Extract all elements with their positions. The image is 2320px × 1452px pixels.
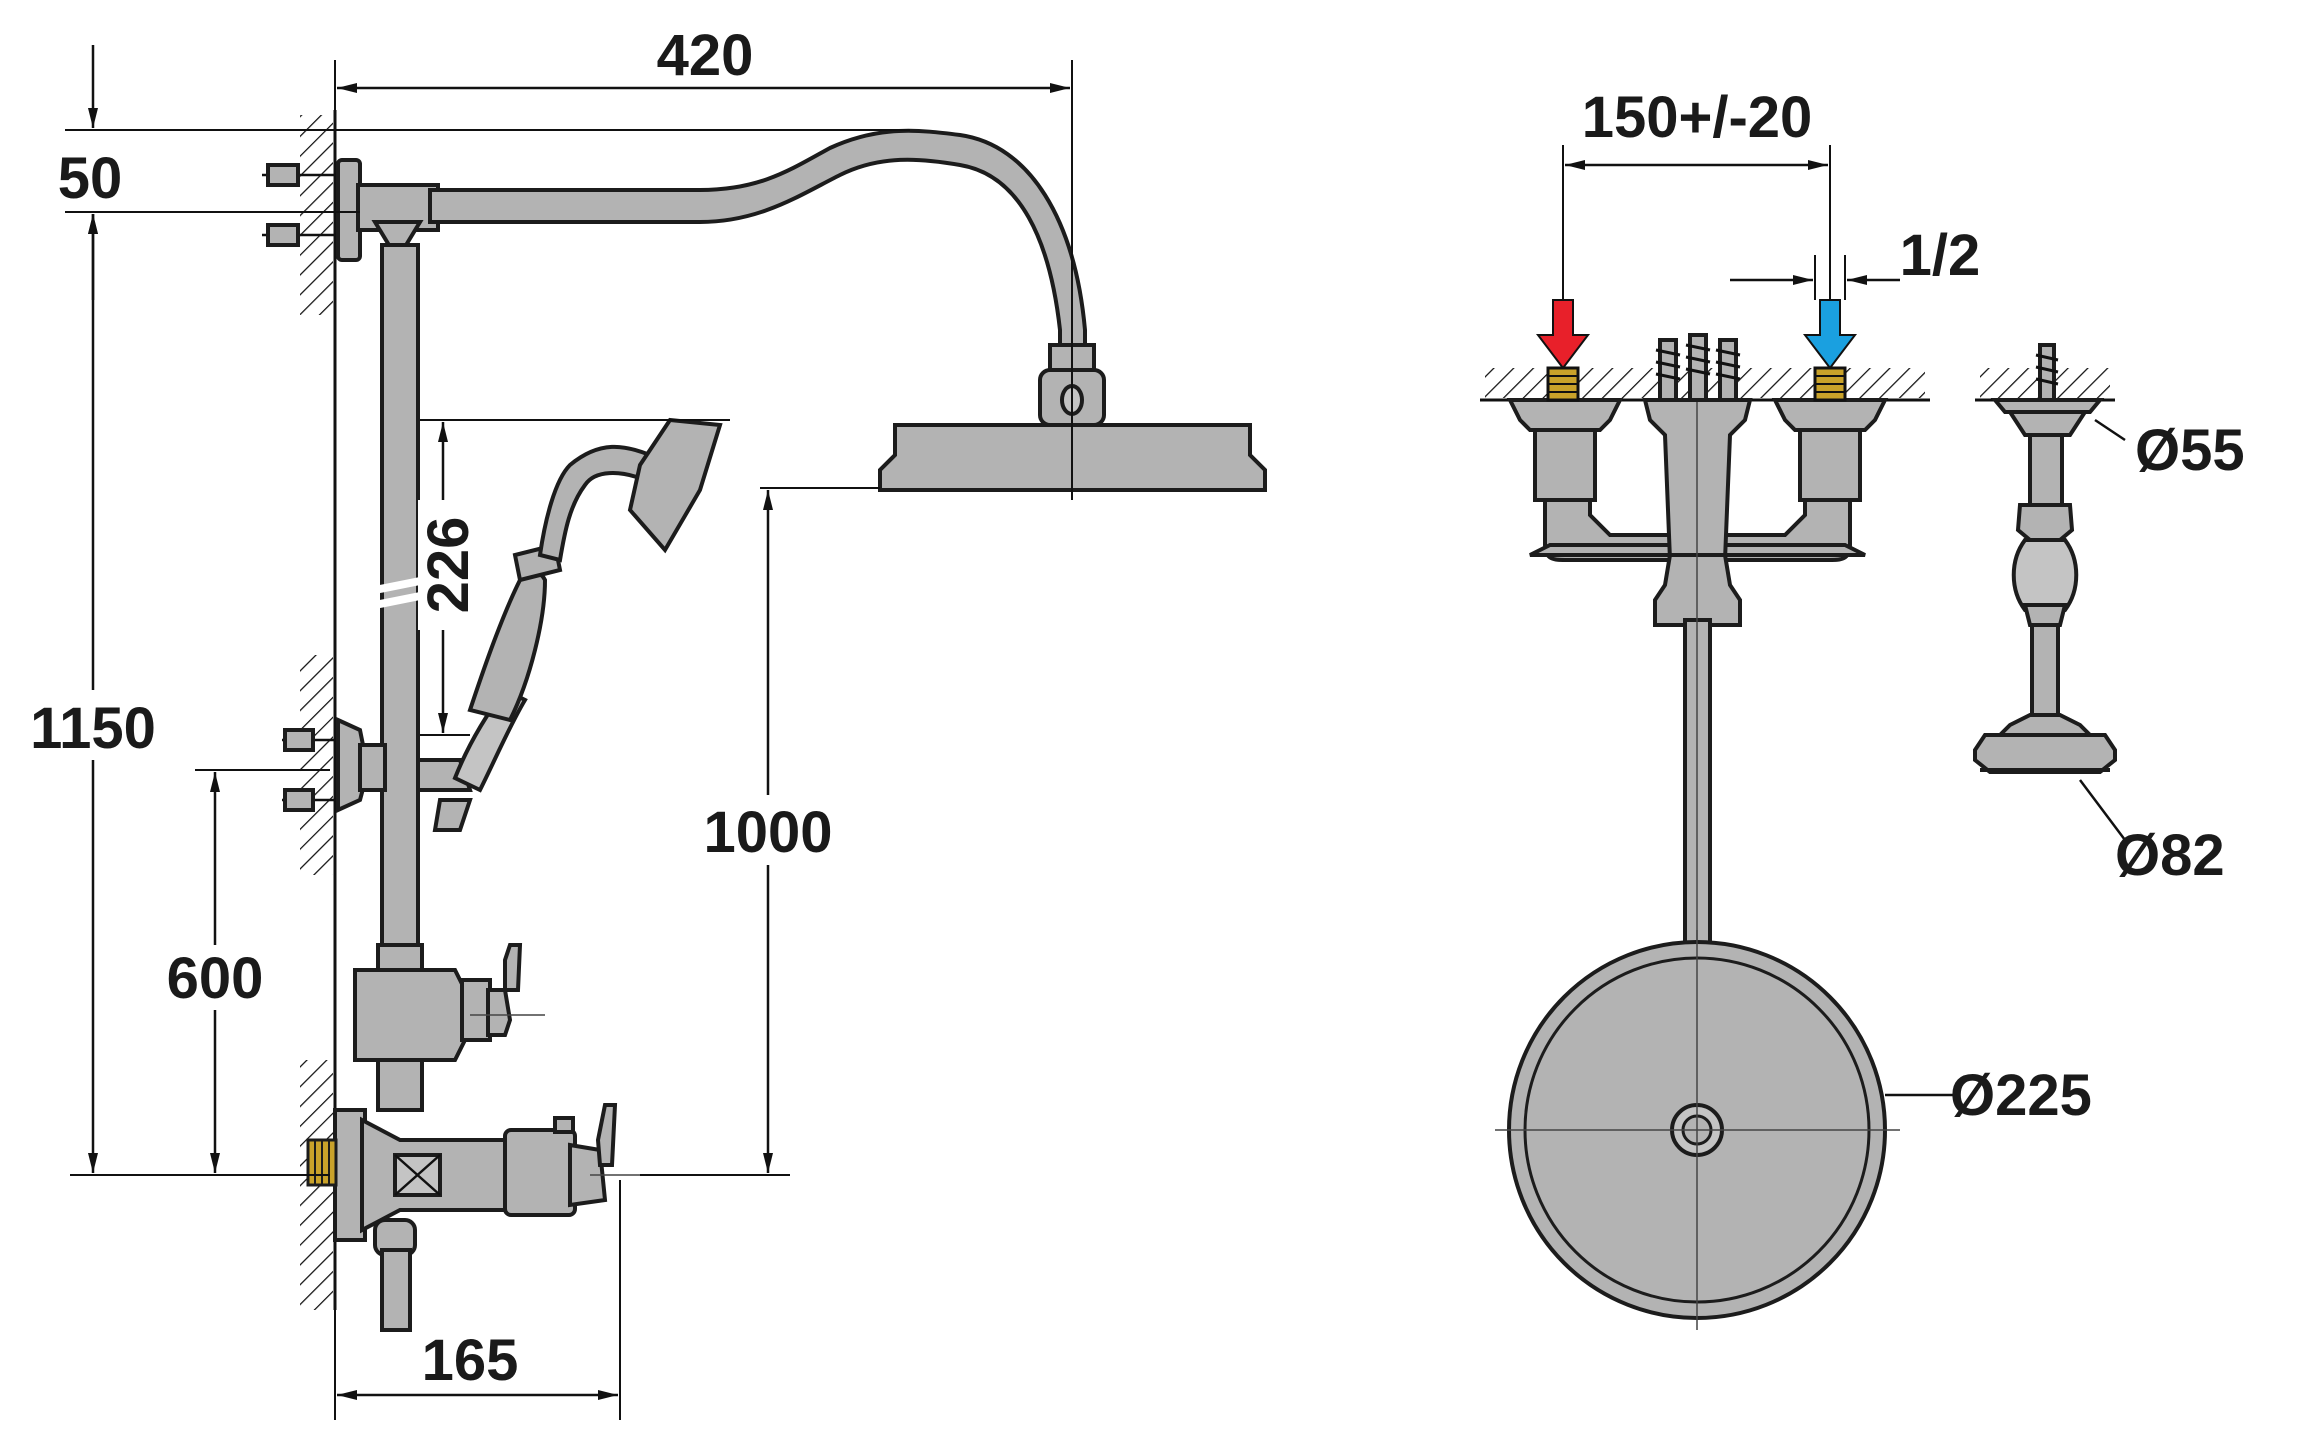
mounting-studs (1655, 333, 1741, 402)
hot-arrow-icon (1535, 299, 1591, 370)
dim-label-600: 600 (167, 946, 264, 1011)
dim-label-50: 50 (58, 146, 123, 211)
dim-label-82: Ø82 (2115, 823, 2225, 888)
dim-label-420: 420 (657, 23, 754, 88)
cold-arrow-icon (1802, 299, 1858, 370)
dim-label-226: 226 (416, 517, 481, 614)
diverter (353, 943, 545, 1112)
dim-label-165: 165 (422, 1328, 519, 1393)
dim-label-1150: 1150 (30, 696, 156, 761)
dim-label-150: 150+/-20 (1582, 85, 1813, 150)
handshower (432, 417, 723, 832)
wall-hatch-top (300, 115, 333, 315)
cold-inlet (1813, 366, 1847, 402)
front-view: 150+/-20 1/2 Ø55 Ø82 Ø225 (1480, 85, 2245, 1330)
thermostatic-valve (306, 1103, 650, 1332)
side-view: 420 50 1150 226 1000 600 165 (20, 23, 1267, 1420)
dim-label-1000: 1000 (703, 800, 832, 865)
shower-arm (428, 128, 1087, 347)
holder-side-view (1973, 343, 2117, 774)
handshower-holder (282, 716, 473, 814)
leader-55 (2094, 418, 2126, 442)
dim-label-half: 1/2 (1900, 223, 1981, 288)
shower-head-front (1495, 930, 1900, 1330)
wall-hatch-middle (300, 655, 333, 875)
dim-label-55: Ø55 (2135, 418, 2245, 483)
dim-label-225: Ø225 (1950, 1063, 2092, 1128)
hot-inlet (1546, 366, 1580, 402)
leader-82 (2079, 779, 2126, 841)
